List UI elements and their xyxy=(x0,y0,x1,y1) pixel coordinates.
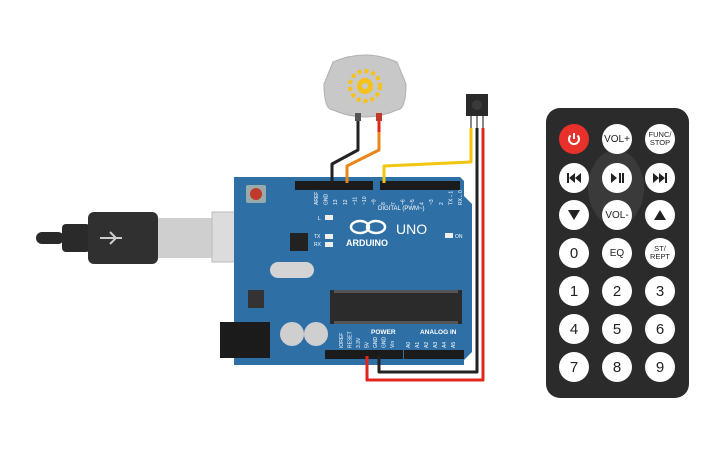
digital-pin-label: 12 xyxy=(343,199,349,205)
num-6-button[interactable]: 6 xyxy=(645,314,675,344)
num-6-label: 6 xyxy=(655,320,665,338)
digital-pin-label: 7 xyxy=(391,202,397,205)
wires xyxy=(330,121,485,382)
power-pin-label: GND xyxy=(373,337,379,349)
analog-pin-label: A4 xyxy=(442,342,448,348)
down-button[interactable] xyxy=(559,200,589,230)
fast-forward-icon xyxy=(653,173,667,183)
next-button[interactable] xyxy=(645,163,675,193)
analog-header-label: ANALOG IN xyxy=(420,329,457,336)
digital-pin-label: ~9 xyxy=(372,199,378,205)
up-button[interactable] xyxy=(645,200,675,230)
power-pin-label: GND xyxy=(382,337,388,349)
brand-label: ARDUINO xyxy=(346,238,388,248)
eq-button[interactable]: EQ xyxy=(602,238,632,268)
vol-up-label: VOL+ xyxy=(604,133,630,145)
rewind-icon xyxy=(567,173,581,183)
num-7-label: 7 xyxy=(569,358,579,376)
vol-up-button[interactable]: VOL+ xyxy=(602,124,632,154)
digital-pin-label: ~3 xyxy=(429,199,435,205)
num-9-button[interactable]: 9 xyxy=(645,352,675,382)
func-label: FUNC/ xyxy=(648,130,672,139)
power-header-label: POWER xyxy=(371,329,396,336)
analog-pin-label: A2 xyxy=(424,342,430,348)
num-4-button[interactable]: 4 xyxy=(559,314,589,344)
digital-pin-label: ~6 xyxy=(400,199,406,205)
st-rept-button[interactable]: ST/ REPT xyxy=(645,238,675,268)
ir-receiver-icon xyxy=(466,94,488,128)
digital-pin-label: 2 xyxy=(439,202,445,205)
num-0-label: 0 xyxy=(569,244,579,262)
digital-pin-label: GND xyxy=(324,194,330,206)
stop-label: STOP xyxy=(649,138,671,147)
num-1-label: 1 xyxy=(569,282,579,300)
num-3-label: 3 xyxy=(655,282,665,300)
previous-button[interactable] xyxy=(559,163,589,193)
st-label: ST/ xyxy=(654,244,666,253)
wire-yellow-ir xyxy=(382,128,473,183)
triangle-down-icon xyxy=(568,210,580,220)
num-7-button[interactable]: 7 xyxy=(559,352,589,382)
num-5-button[interactable]: 5 xyxy=(602,314,632,344)
analog-pin-label: A3 xyxy=(433,342,439,348)
digital-pin-label: ~10 xyxy=(362,196,368,205)
power-pin-label: 5V xyxy=(365,341,371,348)
num-9-label: 9 xyxy=(655,358,665,376)
digital-pin-label: 4 xyxy=(420,202,426,205)
vol-down-label: VOL- xyxy=(605,209,629,221)
wire-red-ir xyxy=(365,128,485,382)
analog-pin-label: A1 xyxy=(415,342,421,348)
arduino-logo xyxy=(349,219,387,235)
power-jack xyxy=(220,322,270,358)
rept-label: REPT xyxy=(649,252,670,261)
power-pin-label: Vin xyxy=(390,341,396,348)
digital-pin-label: AREF xyxy=(314,192,320,205)
dc-motor-icon xyxy=(323,54,407,121)
num-8-label: 8 xyxy=(612,358,622,376)
wire-orange-motor xyxy=(345,121,381,183)
num-2-label: 2 xyxy=(612,282,622,300)
func-stop-button[interactable]: FUNC/ STOP xyxy=(645,124,675,154)
num-3-button[interactable]: 3 xyxy=(645,276,675,306)
num-4-label: 4 xyxy=(569,320,579,338)
microcontroller-chip xyxy=(330,290,462,324)
analog-pin-label: A0 xyxy=(406,342,412,348)
power-icon xyxy=(568,133,580,145)
play-pause-icon xyxy=(611,173,624,183)
digital-header-label: DIGITAL (PWM~) xyxy=(378,206,425,212)
play-pause-button[interactable] xyxy=(602,163,632,193)
power-pin-label: IOREF xyxy=(339,333,345,348)
digital-pin-label: ~11 xyxy=(352,197,358,205)
wire-black-ir xyxy=(377,128,479,374)
power-pin-label: RESET xyxy=(348,331,354,348)
num-2-button[interactable]: 2 xyxy=(602,276,632,306)
digital-pin-label: TX→1 xyxy=(448,191,454,205)
on-led-label: ON xyxy=(455,234,463,240)
triangle-up-icon xyxy=(654,210,666,220)
model-label: UNO xyxy=(396,221,427,237)
eq-label: EQ xyxy=(609,247,625,259)
digital-pin-label: 8 xyxy=(381,202,387,205)
analog-pin-label: A5 xyxy=(451,342,457,348)
digital-pin-label: ~5 xyxy=(410,199,416,205)
digital-pin-label: 13 xyxy=(333,199,339,205)
reset-button xyxy=(250,188,262,200)
led-rx-label: RX xyxy=(314,242,322,248)
digital-pin-label: RX←0 xyxy=(458,190,464,205)
led-tx-label: TX xyxy=(314,234,321,240)
num-5-label: 5 xyxy=(612,320,622,338)
wire-black-motor xyxy=(330,121,360,183)
num-1-button[interactable]: 1 xyxy=(559,276,589,306)
power-pin-label: 3.3V xyxy=(356,337,362,348)
vol-down-button[interactable]: VOL- xyxy=(602,200,632,230)
arduino-board: ARDUINO UNO DIGITAL (PWM~) POWER ANALOG … xyxy=(220,177,472,365)
led-l-label: L xyxy=(318,216,321,222)
power-button[interactable] xyxy=(559,124,589,154)
num-8-button[interactable]: 8 xyxy=(602,352,632,382)
num-0-button[interactable]: 0 xyxy=(559,238,589,268)
